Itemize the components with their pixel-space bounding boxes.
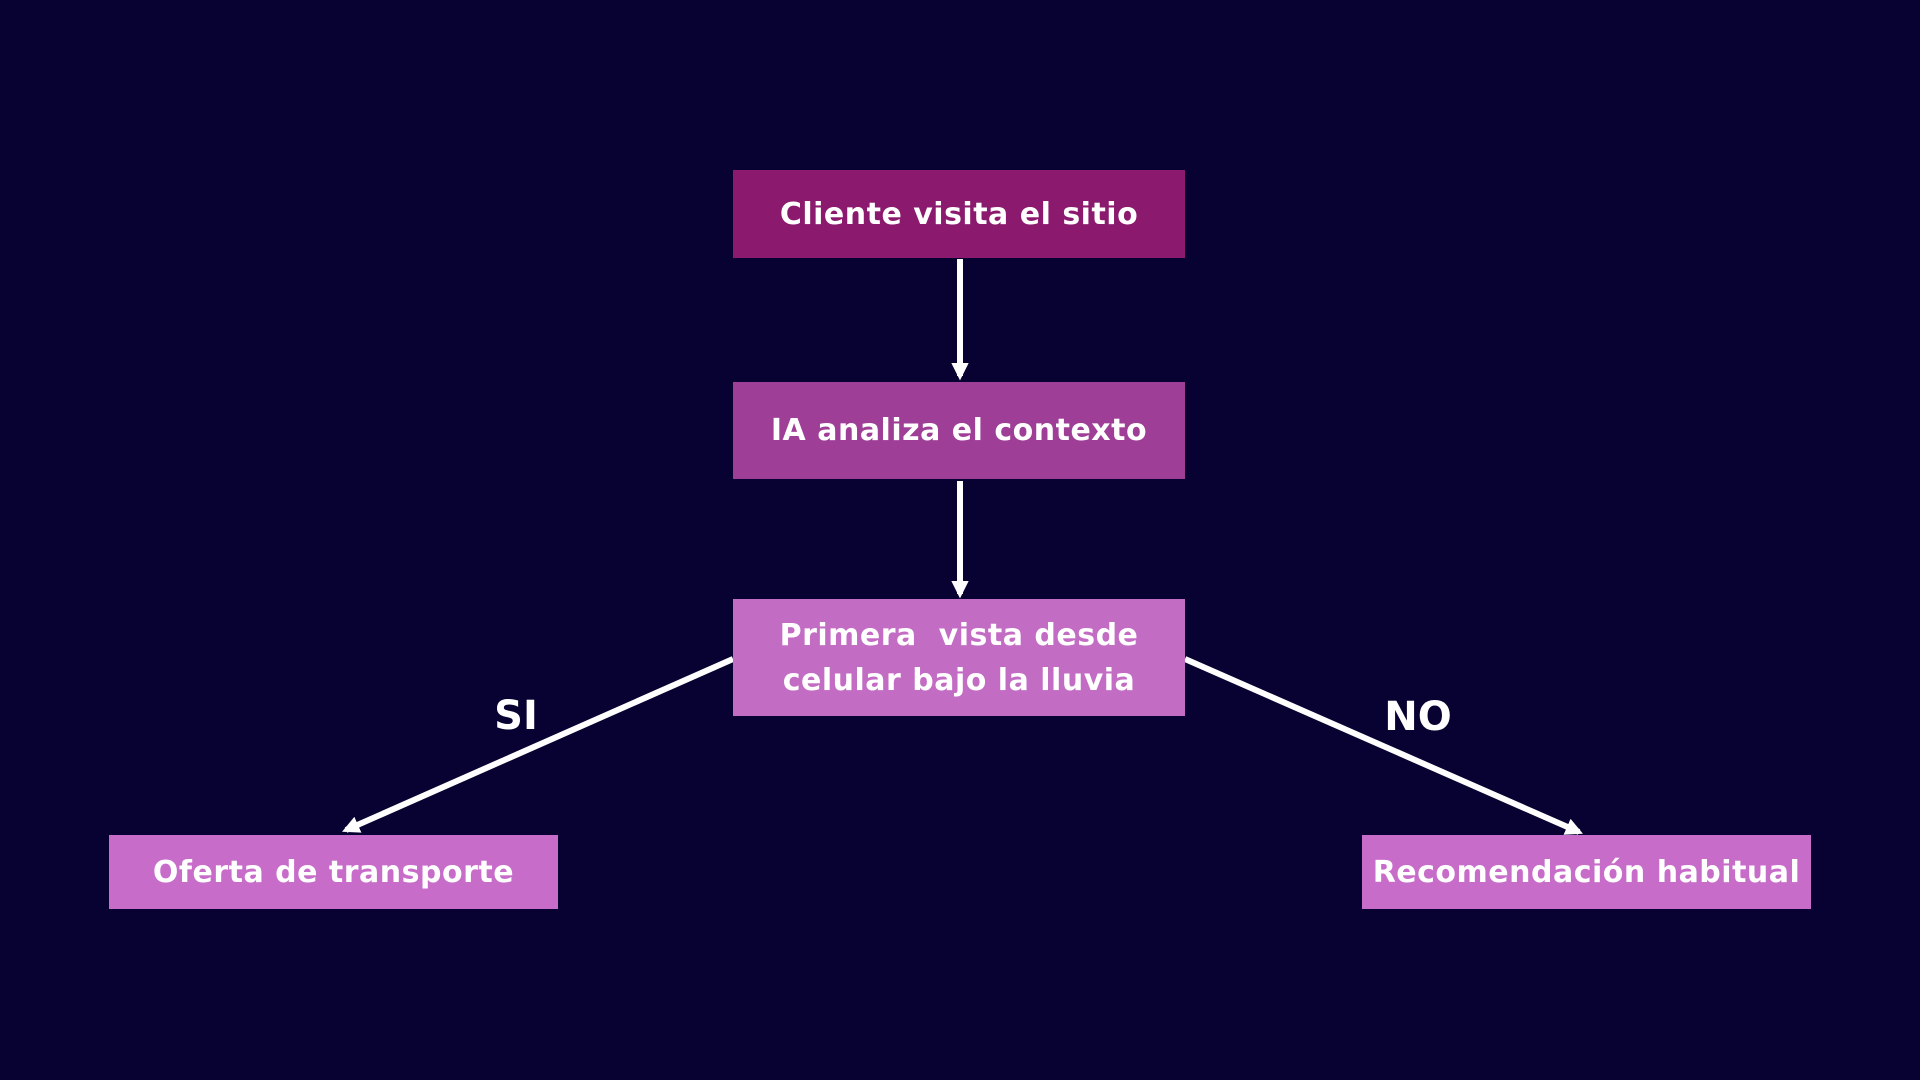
arrow-condition-to-no — [1183, 656, 1583, 835]
node-label: Recomendación habitual — [1372, 854, 1801, 890]
node-label: Cliente visita el sitio — [779, 196, 1139, 232]
edge-label-si: SI — [494, 693, 538, 739]
node-label: Oferta de transporte — [152, 854, 515, 890]
node-recomendacion-habitual: Recomendación habitual — [1362, 835, 1811, 909]
arrow-condition-to-yes — [342, 656, 735, 833]
edge-label-no: NO — [1384, 694, 1452, 740]
node-label: IA analiza el contexto — [770, 413, 1148, 448]
node-cliente-visita: Cliente visita el sitio — [733, 170, 1185, 258]
node-ia-analiza: IA analiza el contexto — [733, 382, 1185, 479]
node-label-line2: celular bajo la lluvia — [782, 662, 1136, 698]
node-oferta-transporte: Oferta de transporte — [109, 835, 558, 909]
node-label-line1: Primera vista desde — [779, 617, 1139, 653]
node-primera-vista-condicion: Primera vista desde celular bajo la lluv… — [733, 599, 1185, 716]
